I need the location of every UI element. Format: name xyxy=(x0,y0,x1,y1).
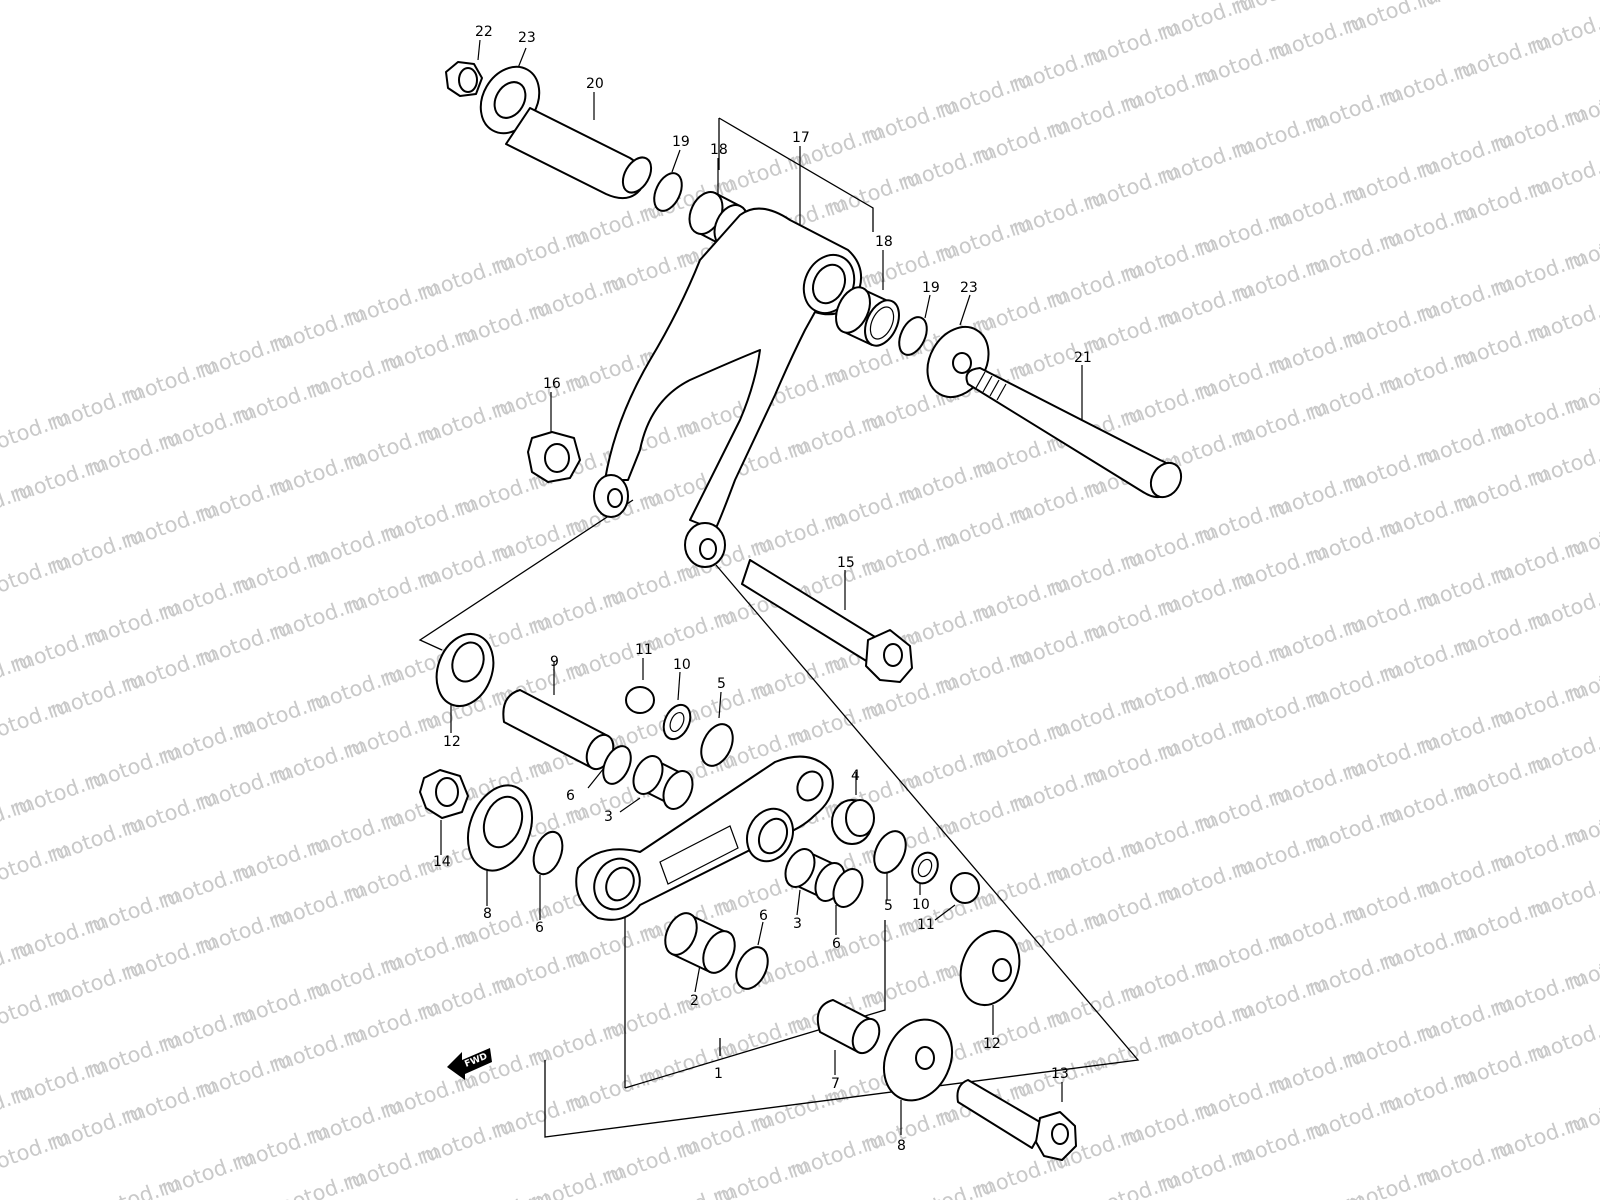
part-label: 23 xyxy=(518,30,536,46)
part-label: 6 xyxy=(759,908,768,924)
part-label: 13 xyxy=(1051,1066,1069,1082)
part-label: 1 xyxy=(714,1066,723,1082)
part-label: 12 xyxy=(443,734,461,750)
nut-14 xyxy=(419,769,469,819)
part-label: 11 xyxy=(635,642,653,658)
watermark-text: motod.ru xyxy=(1565,651,1600,707)
sleeve-9 xyxy=(502,689,615,771)
part-label: 5 xyxy=(717,676,726,692)
bolt-15 xyxy=(741,559,913,683)
oring-19-top xyxy=(653,172,683,212)
watermark-text: motod.ru xyxy=(1565,1083,1600,1139)
part-label: 21 xyxy=(1074,350,1092,366)
washer-10-top xyxy=(662,703,692,741)
washer-12-right xyxy=(959,930,1021,1006)
part-number-labels: 22 23 20 19 18 17 18 19 23 21 16 15 11 9… xyxy=(433,24,1092,1154)
bearing-18-right xyxy=(835,286,900,347)
oring-19-right xyxy=(898,316,928,356)
watermark-text: motod.ru xyxy=(1417,0,1516,13)
bolt-21 xyxy=(965,367,1183,499)
washer-10-right xyxy=(911,851,939,885)
part-label: 20 xyxy=(586,76,604,92)
part-label: 19 xyxy=(672,134,690,150)
part-label: 5 xyxy=(884,898,893,914)
part-label: 8 xyxy=(483,906,492,922)
leader-lines xyxy=(418,39,1140,1138)
part-label: 10 xyxy=(673,657,691,673)
part-label: 19 xyxy=(922,280,940,296)
part-label: 15 xyxy=(837,555,855,571)
part-label: 2 xyxy=(690,993,699,1009)
watermark-text: motod.ru xyxy=(1232,0,1331,19)
part-label: 18 xyxy=(710,142,728,158)
washer-8-left xyxy=(467,784,533,872)
part-label: 10 xyxy=(912,897,930,913)
oring-5-right xyxy=(873,830,907,874)
oring-6-b xyxy=(532,830,564,876)
washer-12-left xyxy=(435,633,495,707)
oring-6-d xyxy=(735,946,769,990)
watermark-text: motod.ru xyxy=(1565,507,1600,563)
part-label: 11 xyxy=(917,917,935,933)
oring-6-c xyxy=(832,868,864,908)
nut-11-top xyxy=(625,686,655,714)
part-label: 9 xyxy=(550,654,559,670)
parts: FWD xyxy=(419,61,1183,1161)
part-label: 14 xyxy=(433,854,451,870)
cushion-rod-1 xyxy=(575,755,834,921)
bolt-13 xyxy=(956,1079,1077,1161)
oring-6-a xyxy=(602,745,632,785)
nut-11-right xyxy=(950,872,980,904)
part-label: 18 xyxy=(875,234,893,250)
watermark-text: motod.ru xyxy=(1565,363,1600,419)
part-label: 4 xyxy=(851,768,860,784)
part-label: 12 xyxy=(983,1036,1001,1052)
part-label: 22 xyxy=(475,24,493,40)
part-label: 3 xyxy=(604,809,613,825)
watermark-text: motod.ru xyxy=(1565,219,1600,275)
oring-5-top xyxy=(700,723,734,767)
nut-16 xyxy=(527,431,581,483)
part-label: 17 xyxy=(792,130,810,146)
sleeve-20 xyxy=(505,107,653,200)
part-label: 3 xyxy=(793,916,802,932)
nut-22 xyxy=(445,61,483,97)
watermark-text: motod.ru xyxy=(1565,939,1600,995)
part-label: 16 xyxy=(543,376,561,392)
part-label: 6 xyxy=(566,788,575,804)
bearing-2 xyxy=(664,912,736,974)
watermark-text: motod.ru xyxy=(1565,795,1600,851)
washer-8-bottom xyxy=(882,1018,954,1102)
watermark-text: motod.ru xyxy=(1565,75,1600,131)
part-label: 8 xyxy=(897,1138,906,1154)
part-label: 6 xyxy=(832,936,841,952)
bearing-3-top xyxy=(632,755,694,810)
bush-4 xyxy=(831,799,875,845)
part-label: 6 xyxy=(535,920,544,936)
part-label: 23 xyxy=(960,280,978,296)
sleeve-7 xyxy=(816,999,881,1055)
part-label: 7 xyxy=(831,1076,840,1092)
